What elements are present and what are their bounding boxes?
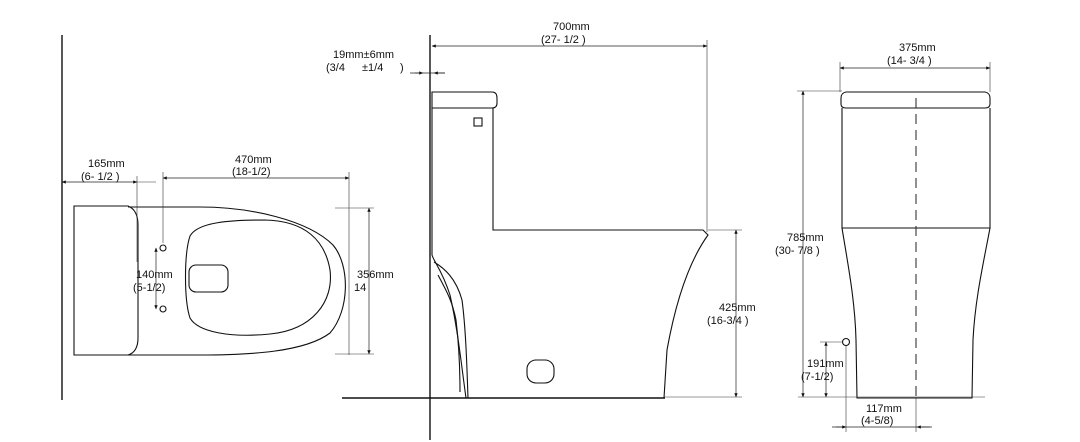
- dim-bowl-width-mm: 356mm: [357, 269, 394, 281]
- top-view-drain: [188, 264, 229, 293]
- top-view: 165mm (6- 1/2 ) 470mm (18-1/2) 140mm (5-…: [61, 35, 394, 400]
- dim-supply-height-in: (7-1/2): [801, 371, 833, 383]
- top-view-seat-opening: [184, 219, 332, 336]
- dim-seat-height-mm: 425mm: [719, 302, 756, 314]
- front-view-supply-valve: [841, 337, 851, 347]
- top-view-bowl-outline: [128, 206, 346, 356]
- dim-overall-depth-mm: 700mm: [553, 21, 590, 33]
- side-view: 700mm (27- 1/2 ) 19mm±6mm (3/4 ±1/4 ) 42…: [326, 21, 756, 440]
- side-view-tank-lid: [431, 91, 498, 109]
- dim-bowl-width-in: 14: [354, 282, 366, 294]
- side-view-body: [431, 107, 709, 399]
- dim-wall-gap-in-a: (3/4: [326, 62, 345, 74]
- dim-supply-offset-in: (4-5/8): [861, 415, 893, 427]
- side-view-trapway: [433, 261, 469, 399]
- top-view-bolt-hole-lower: [159, 305, 167, 313]
- side-view-tank-button: [473, 117, 483, 127]
- dim-bolt-spacing-mm: 140mm: [136, 269, 173, 281]
- dim-bowl-length-mm: 470mm: [235, 154, 272, 166]
- front-view-pedestal: [841, 227, 991, 399]
- dim-tank-width-mm: 375mm: [899, 42, 936, 54]
- dim-wall-gap-in-b: ±1/4: [362, 62, 383, 74]
- dim-supply-height-mm: 191mm: [807, 358, 844, 370]
- dim-wall-gap-in-c: ): [400, 62, 404, 74]
- side-view-trapway-inner: [437, 274, 461, 393]
- dim-seat-height-in: (16-3/4 ): [707, 315, 749, 327]
- dim-tank-width-in: (14- 3/4 ): [887, 55, 932, 67]
- dim-overall-height-mm: 785mm: [787, 232, 824, 244]
- dim-wall-distance-in: (6- 1/2 ): [81, 171, 120, 183]
- dim-bowl-length-in: (18-1/2): [232, 166, 271, 178]
- side-view-side-opening: [526, 359, 555, 384]
- dim-bolt-spacing-in: (5-1/2): [133, 282, 165, 294]
- dim-supply-offset-mm: 117mm: [866, 403, 902, 415]
- top-view-bolt-hole-upper: [159, 244, 167, 252]
- dim-overall-height-in: (30- 7/8 ): [775, 245, 820, 257]
- dim-wall-gap-mm: 19mm±6mm: [333, 49, 394, 61]
- dim-overall-depth-in: (27- 1/2 ): [541, 34, 586, 46]
- front-view: 375mm (14- 3/4 ) 785mm (30- 7/8 ) 191mm …: [775, 42, 991, 432]
- dim-wall-distance-mm: 165mm: [88, 158, 125, 170]
- top-view-tank: [73, 205, 139, 356]
